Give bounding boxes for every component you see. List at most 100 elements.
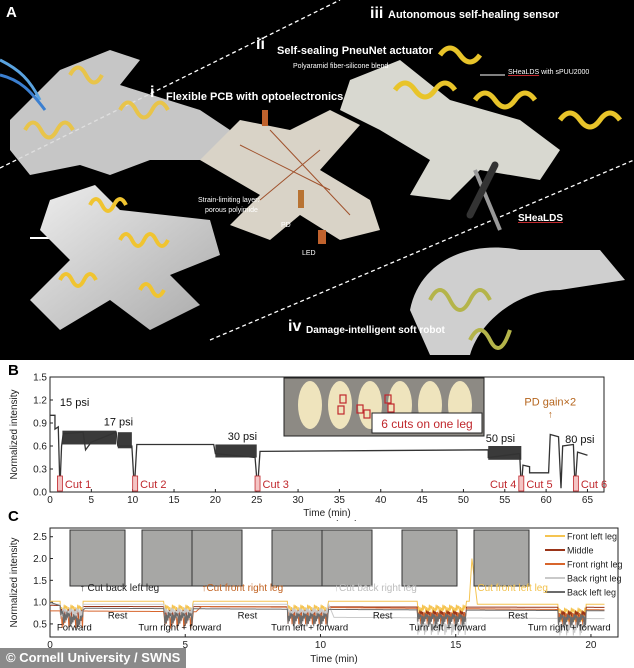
x-tick-label: 0	[47, 495, 53, 506]
y-axis-label: Normalized intensity	[9, 537, 20, 627]
section-ii-numeral: ii	[256, 36, 265, 53]
section-i-numeral: i	[150, 84, 155, 101]
x-tick-label: 65	[582, 495, 594, 506]
cut-box	[356, 404, 364, 414]
shealds-sensor	[392, 80, 458, 100]
strain-layer-label-1: Strain-limiting layer:	[198, 197, 260, 204]
inset-photo	[69, 529, 126, 587]
x-tick-label: 55	[499, 495, 511, 506]
y-tick-label: 0.0	[33, 488, 47, 499]
pneunet-actuator	[340, 60, 560, 200]
sensor-material-label: SHeaLDS with sPUU2000	[508, 69, 589, 76]
assembled-robot	[0, 50, 230, 239]
pressure-label: 15 psi	[60, 397, 89, 409]
section-iv-numeral: iv	[288, 318, 302, 335]
cut-box	[387, 403, 395, 413]
section-ii-title: Self-sealing PneuNet actuator	[277, 45, 433, 57]
x-tick-label: 10	[315, 640, 327, 651]
series-line-back-right-leg	[50, 602, 605, 636]
x-tick-label: 15	[450, 640, 462, 651]
cut-box	[337, 405, 345, 415]
knife-icon	[466, 161, 502, 231]
cut-box	[363, 409, 371, 419]
y-tick-label: 0.5	[33, 619, 47, 630]
shealds-sensor	[557, 110, 623, 130]
x-tick-label: 50	[458, 495, 470, 506]
x-tick-label: 60	[541, 495, 553, 506]
cut-event-label: ↑Cut front right leg	[201, 583, 283, 594]
x-tick-label: 35	[334, 495, 346, 506]
panel-a-illustration: A iii Autonomous self-healing sensor ii …	[0, 0, 634, 360]
y-tick-label: 1.0	[33, 598, 47, 609]
x-tick-label: 25	[251, 495, 263, 506]
flexible-pcb	[200, 110, 380, 244]
panel-letter-a: A	[6, 4, 17, 21]
x-tick-label: 5	[182, 640, 188, 651]
y-tick-label: 0.6	[33, 442, 47, 453]
y-tick-label: 1.5	[33, 373, 47, 384]
pressure-label: 80 psi	[565, 434, 594, 446]
noise-band	[488, 446, 522, 460]
x-axis-label-top: Time (min)	[310, 520, 357, 522]
robot-illustration	[0, 0, 634, 355]
cut-label: Cut 5	[526, 479, 552, 491]
inset-photo	[473, 529, 530, 587]
x-tick-label: 45	[417, 495, 429, 506]
cut-label: Cut 6	[581, 479, 607, 491]
phase-label: Rest	[373, 611, 393, 622]
y-tick-label: 2.0	[33, 554, 47, 565]
x-tick-label: 40	[375, 495, 387, 506]
section-iv-title: Damage-intelligent soft robot	[306, 325, 445, 336]
x-axis-label: Time (min)	[310, 654, 357, 665]
phase-label: Rest	[508, 611, 528, 622]
sensor-material-rest: with sPUU2000	[539, 69, 590, 76]
noise-band	[62, 430, 117, 445]
section-iii-numeral: iii	[370, 5, 384, 22]
y-tick-label: 1.5	[33, 576, 47, 587]
pd-gain-arrow: ↑	[548, 409, 553, 420]
x-tick-label: 10	[127, 495, 139, 506]
image-credit: © Cornell University / SWNS	[0, 648, 187, 668]
led-label: LED	[302, 250, 316, 257]
noise-band	[117, 432, 132, 449]
x-tick-label: 30	[292, 495, 304, 506]
sensor-layer-robot	[30, 185, 220, 330]
legend-label: Middle	[567, 546, 594, 556]
x-tick-label: 0	[47, 640, 53, 651]
pd-label: PD	[281, 222, 291, 229]
phase-label: Rest	[238, 611, 258, 622]
shealds-callout: SHeaLDS	[518, 213, 564, 224]
inset-caption-box	[371, 412, 483, 434]
pressure-label: 17 psi	[104, 416, 133, 428]
pd-gain-label: PD gain×2	[524, 396, 576, 408]
legend-label: Back left leg	[567, 588, 616, 598]
cut-label: Cut 4	[490, 479, 516, 491]
cut-event-label: ↑Cut back right leg	[334, 583, 417, 594]
actuator-chamber	[328, 381, 352, 429]
y-tick-label: 1.2	[33, 396, 47, 407]
phase-label: Turn right + forward	[528, 622, 611, 633]
pressure-label: 50 psi	[486, 433, 515, 445]
actuator-chamber	[298, 381, 322, 429]
legend-label: Back right leg	[567, 574, 622, 584]
cut-label: Cut 1	[65, 479, 91, 491]
x-tick-label: 20	[210, 495, 222, 506]
cut-event-label: Cut front left leg	[477, 583, 548, 594]
panel-letter-c: C	[8, 508, 19, 525]
phase-label: Rest	[108, 611, 128, 622]
damage-intelligent-robot	[410, 247, 625, 355]
series-line-back-left-leg	[49, 601, 605, 630]
legend-label: Front left leg	[567, 532, 617, 542]
y-tick-label: 2.5	[33, 532, 47, 543]
shealds-term: SHeaLDS	[508, 69, 540, 76]
x-axis-label: Time (min)	[303, 508, 350, 519]
cut-marker	[254, 475, 261, 492]
inset-caption: 6 cuts on one leg	[381, 417, 472, 431]
x-tick-label: 20	[585, 640, 597, 651]
intensity-line	[50, 414, 588, 489]
strain-layer-label-2: porous polyimide	[205, 207, 258, 214]
plot-frame	[49, 527, 619, 638]
cut-marker	[518, 475, 525, 492]
